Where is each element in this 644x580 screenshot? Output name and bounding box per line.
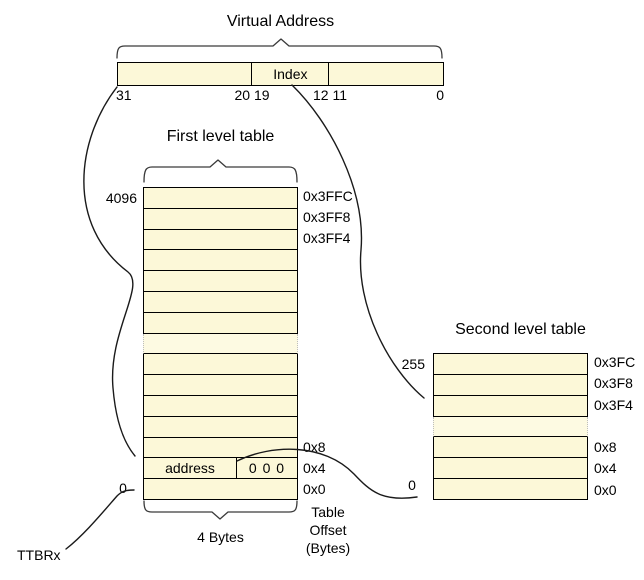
- table-row: [143, 187, 298, 209]
- first-table-offset-0x3ff8: 0x3FF8: [303, 209, 351, 225]
- first-table-offset-0x3ffc: 0x3FFC: [303, 188, 353, 204]
- first-level-table-title: First level table: [166, 128, 275, 145]
- descriptor-bits-cell: 0 0 0: [236, 458, 297, 479]
- virtual-address-title: Virtual Address: [226, 13, 335, 30]
- table-row: [143, 479, 298, 500]
- table-offset-label-line3: (Bytes): [305, 540, 351, 556]
- table-row: [143, 312, 298, 334]
- ttbr-label: TTBRx: [17, 547, 61, 563]
- table-ellipsis-row: [143, 333, 298, 355]
- table-row: [433, 458, 588, 480]
- second-table-offset-0x3f8: 0x3F8: [594, 375, 633, 391]
- first-level-table: address 0 0 0: [143, 187, 298, 500]
- table-row: [143, 250, 298, 272]
- bit-label-31: 31: [116, 87, 132, 103]
- table-row: [143, 375, 298, 396]
- table-row: [143, 229, 298, 251]
- table-row: [143, 354, 298, 376]
- second-table-offset-0x3f4: 0x3F4: [594, 397, 633, 413]
- table-row-descriptor: address 0 0 0: [143, 458, 298, 480]
- second-table-offset-0x4: 0x4: [594, 460, 617, 476]
- va-field-high-bits: [118, 63, 251, 85]
- va-field-index: Index: [251, 63, 330, 85]
- table-row: [143, 208, 298, 230]
- first-table-offset-0x0: 0x0: [303, 481, 326, 497]
- table-row: [143, 437, 298, 459]
- table-ellipsis-row: [433, 416, 588, 438]
- table-row: [433, 353, 588, 375]
- table-offset-label-line2: Offset: [309, 522, 347, 538]
- table-row: [433, 437, 588, 459]
- second-table-offset-0x3fc: 0x3FC: [594, 354, 636, 370]
- first-table-offset-0x8: 0x8: [303, 439, 326, 455]
- arrow-va-high-bits-to-first-table: [83, 86, 136, 457]
- table-offset-label-line1: Table: [311, 504, 345, 520]
- first-table-entry-count: 4096: [105, 190, 137, 206]
- second-level-table: [433, 353, 588, 501]
- table-row: [433, 395, 588, 417]
- first-table-offset-0x4: 0x4: [303, 460, 326, 476]
- second-table-offset-0x0: 0x0: [594, 482, 617, 498]
- table-row: [143, 395, 298, 417]
- table-row: [433, 479, 588, 501]
- bit-label-12-11: 12 11: [313, 87, 347, 103]
- bit-label-0: 0: [436, 87, 444, 103]
- first-table-offset-0x3ff4: 0x3FF4: [303, 230, 351, 246]
- second-table-zero-index: 0: [408, 477, 416, 493]
- virtual-address-bar: Index: [117, 62, 444, 86]
- second-level-table-title: Second level table: [455, 321, 586, 338]
- table-row: [143, 271, 298, 292]
- virtual-address-brace: [116, 38, 443, 59]
- arrow-ttbr-to-first-table: [65, 489, 135, 550]
- table-row: [433, 374, 588, 396]
- second-table-entry-count: 255: [401, 356, 425, 372]
- descriptor-address-cell: address: [165, 460, 215, 477]
- table-row: [143, 291, 298, 313]
- va-field-low-bits: [329, 63, 443, 85]
- four-bytes-label: 4 Bytes: [197, 529, 244, 545]
- table-row: [143, 416, 298, 438]
- second-table-offset-0x8: 0x8: [594, 439, 617, 455]
- four-bytes-brace: [143, 500, 298, 520]
- first-table-brace: [143, 159, 298, 183]
- bit-label-20-19: 20 19: [234, 87, 270, 103]
- first-table-zero-index: 0: [119, 480, 127, 496]
